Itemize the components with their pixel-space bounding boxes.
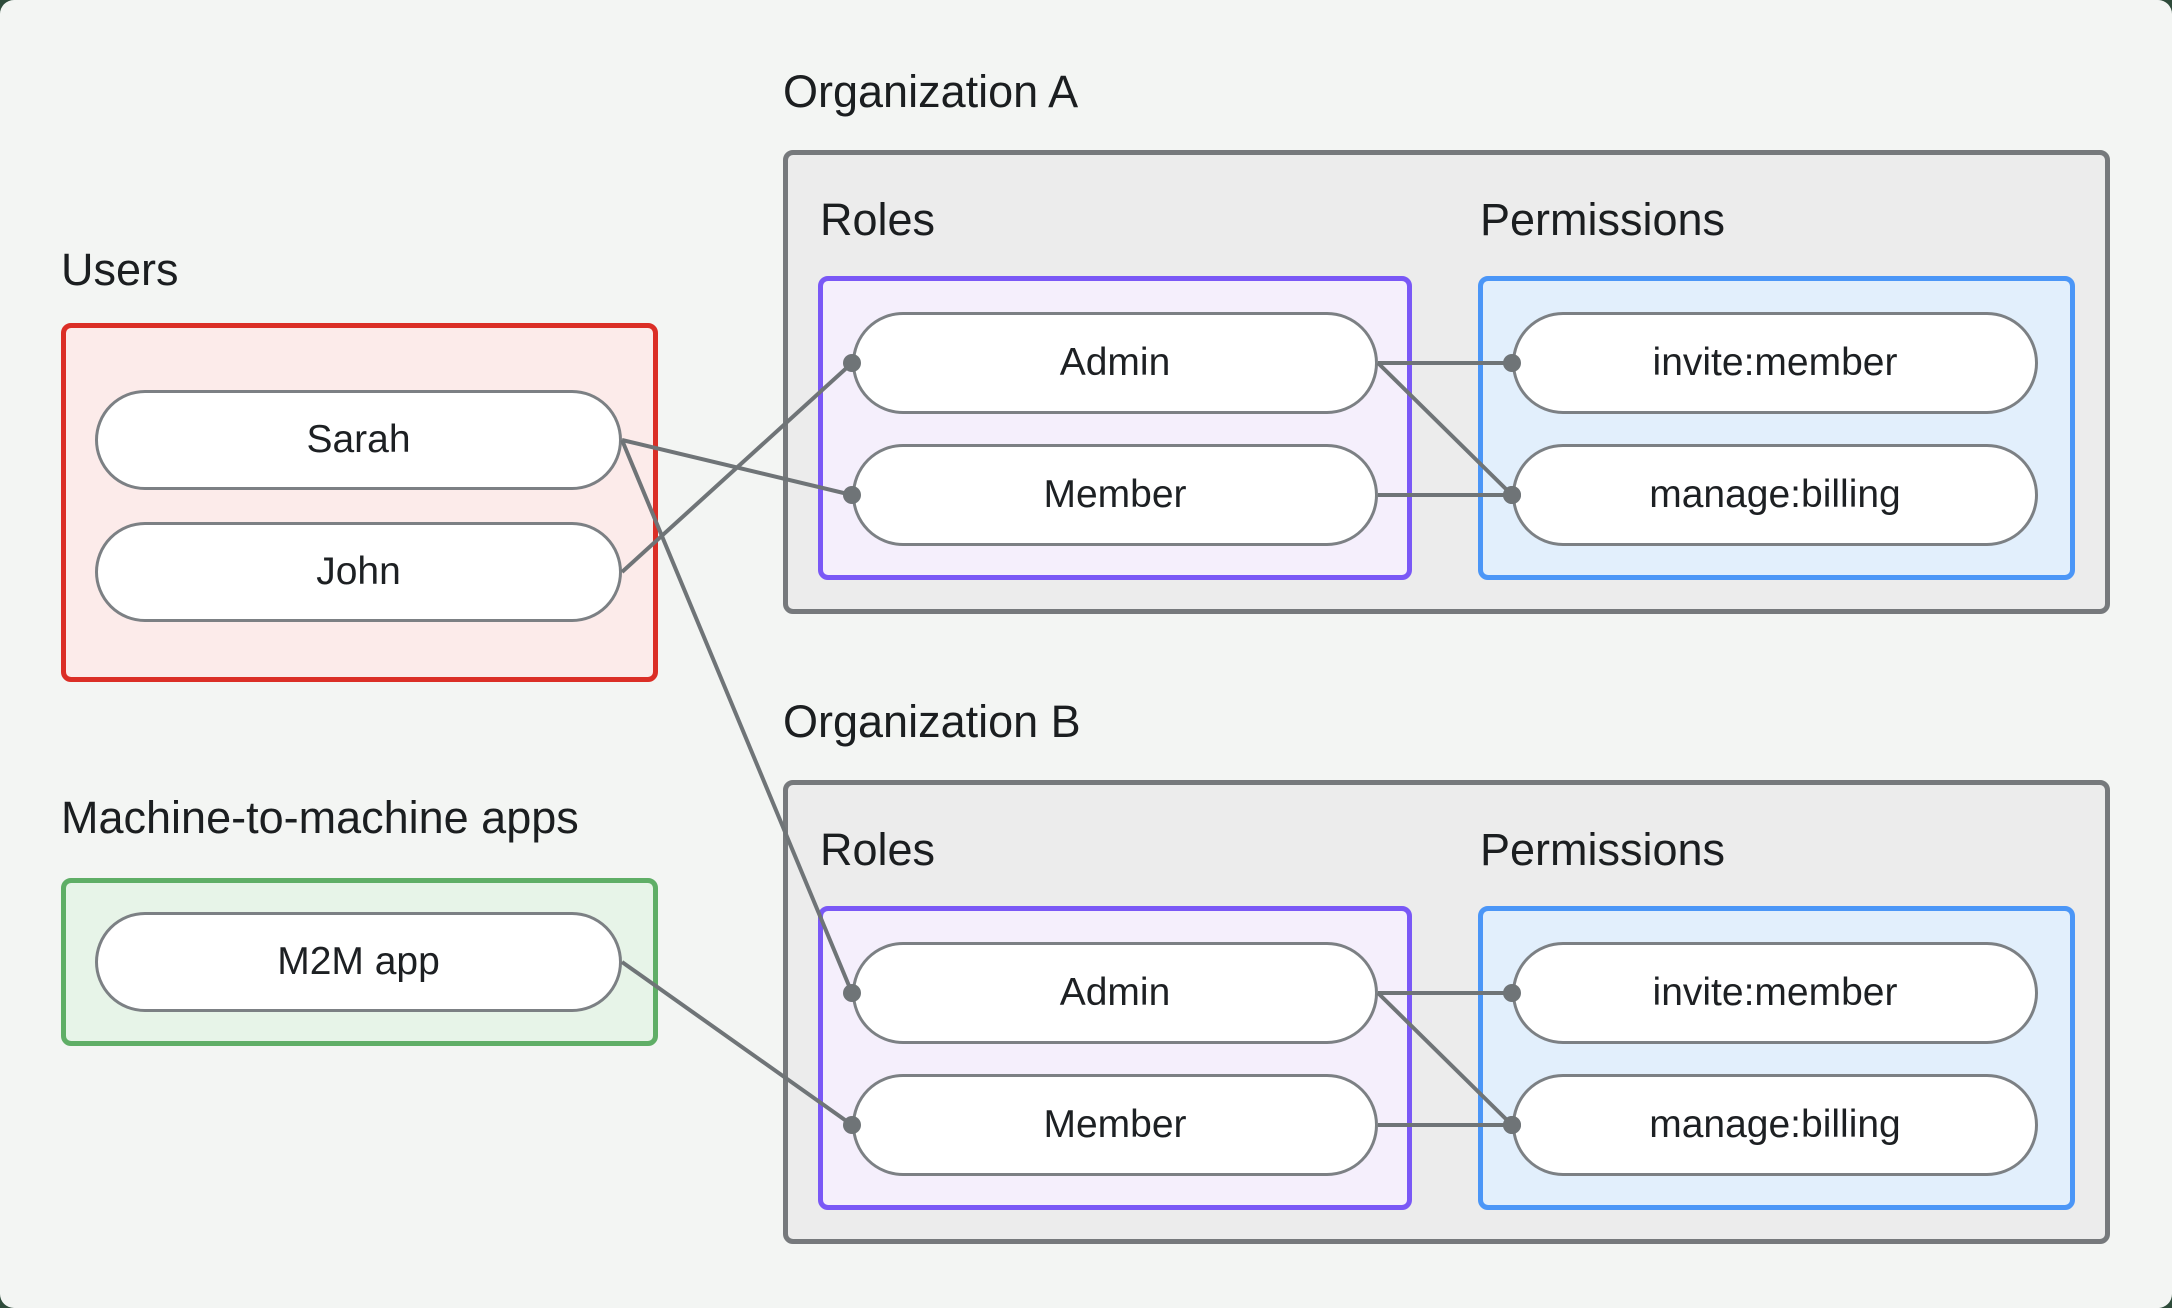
organization-a-permissions-heading: Permissions bbox=[1480, 194, 1726, 245]
organization-b-role-pill-admin: Admin bbox=[852, 942, 1378, 1044]
organization-b-roles-heading: Roles bbox=[820, 824, 936, 875]
users-heading: Users bbox=[61, 244, 179, 295]
users-group-box bbox=[61, 323, 658, 682]
organization-a-roles-heading: Roles bbox=[820, 194, 936, 245]
organization-b-role-pill-member: Member bbox=[852, 1074, 1378, 1176]
m2m-heading: Machine-to-machine apps bbox=[61, 792, 579, 843]
organization-a-role-pill-admin: Admin bbox=[852, 312, 1378, 414]
organization-b-permissions-heading: Permissions bbox=[1480, 824, 1726, 875]
organization-b-permission-pill-manage-billing: manage:billing bbox=[1512, 1074, 2038, 1176]
organization-a-permission-pill-manage-billing: manage:billing bbox=[1512, 444, 2038, 546]
organization-a-role-pill-member: Member bbox=[852, 444, 1378, 546]
organization-b-heading: Organization B bbox=[783, 696, 1081, 747]
organization-a-permission-pill-invite-member: invite:member bbox=[1512, 312, 2038, 414]
organization-b-permission-pill-invite-member: invite:member bbox=[1512, 942, 2038, 1044]
m2m-app-pill: M2M app bbox=[95, 912, 622, 1012]
organization-a-heading: Organization A bbox=[783, 66, 1079, 117]
user-pill-sarah: Sarah bbox=[95, 390, 622, 490]
user-pill-john: John bbox=[95, 522, 622, 622]
